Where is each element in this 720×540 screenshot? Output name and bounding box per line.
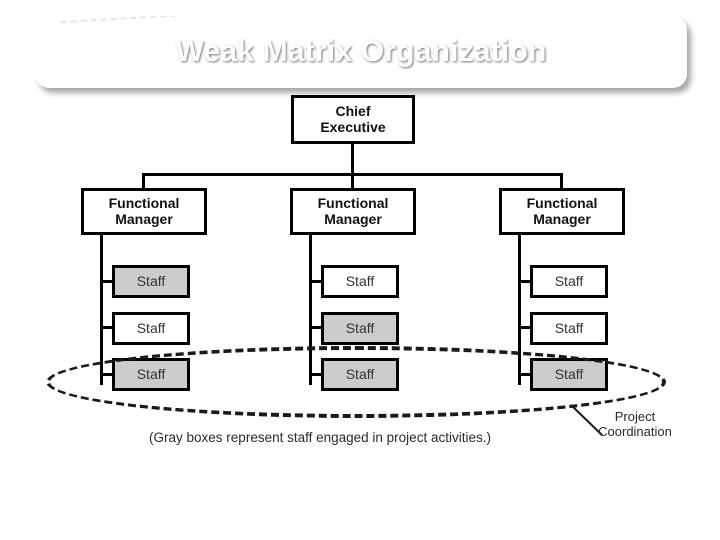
node-functional-manager-1[interactable]: Functional Manager — [81, 188, 207, 235]
connector-drop-col-2 — [351, 173, 354, 195]
connector-branch-c3-s2 — [518, 326, 532, 329]
node-staff-c3-s2[interactable]: Staff — [530, 312, 608, 345]
node-functional-manager-3-label: Functional Manager — [526, 195, 598, 227]
node-chief-executive[interactable]: Chief Executive — [291, 95, 415, 144]
page-title: Weak Matrix Organization — [175, 35, 547, 68]
connector-drop-col-3 — [560, 173, 563, 195]
connector-spine-col-2 — [309, 235, 312, 385]
connector-branch-c1-s2 — [100, 326, 114, 329]
node-staff-c1-s2-label: Staff — [136, 319, 166, 336]
node-staff-c1-s1[interactable]: Staff — [112, 265, 190, 298]
node-staff-c3-s2-label: Staff — [554, 319, 584, 336]
callout-leader-line-icon — [570, 404, 603, 436]
connector-branch-c2-s2 — [309, 326, 323, 329]
slide-title-bar: Weak Matrix Organization — [35, 16, 687, 88]
node-functional-manager-2-label: Functional Manager — [317, 195, 389, 227]
node-staff-c3-s1[interactable]: Staff — [530, 265, 608, 298]
project-coordination-label: Project Coordination — [598, 409, 672, 439]
node-staff-c2-s2[interactable]: Staff — [321, 312, 399, 345]
node-chief-executive-label: Chief Executive — [320, 103, 386, 135]
node-staff-c1-s1-label: Staff — [136, 272, 166, 289]
node-staff-c2-s1[interactable]: Staff — [321, 265, 399, 298]
connector-drop-col-1 — [142, 173, 145, 195]
node-functional-manager-1-label: Functional Manager — [108, 195, 180, 227]
project-coordination-ellipse — [46, 346, 666, 418]
node-functional-manager-3[interactable]: Functional Manager — [499, 188, 625, 235]
connector-exec-stem — [351, 144, 354, 173]
chart-caption: (Gray boxes represent staff engaged in p… — [149, 430, 491, 445]
node-staff-c3-s1-label: Staff — [554, 272, 584, 289]
node-staff-c2-s2-label: Staff — [345, 319, 375, 336]
connector-spine-col-1 — [100, 235, 103, 385]
node-functional-manager-2[interactable]: Functional Manager — [290, 188, 416, 235]
node-staff-c2-s1-label: Staff — [345, 272, 375, 289]
node-staff-c1-s2[interactable]: Staff — [112, 312, 190, 345]
connector-branch-c1-s1 — [100, 280, 114, 283]
connector-spine-col-3 — [518, 235, 521, 385]
connector-branch-c3-s1 — [518, 280, 532, 283]
connector-branch-c2-s1 — [309, 280, 323, 283]
org-chart: Chief Executive Functional Manager Funct… — [0, 88, 720, 468]
